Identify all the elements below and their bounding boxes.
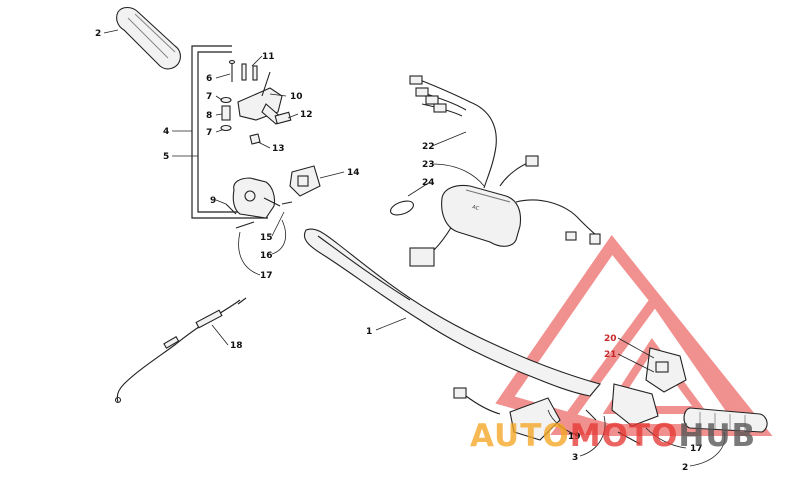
callout-5: 5 <box>163 152 169 162</box>
ring-24 <box>389 200 415 216</box>
callouts: 2 6 11 10 7 8 12 7 4 13 5 14 9 15 16 17 … <box>95 29 372 351</box>
watermark-text: AUTOMOTOHUB <box>470 418 756 454</box>
watermark-auto: AUTO <box>470 418 570 454</box>
switch-housing-left <box>232 177 281 219</box>
callout-1: 1 <box>366 327 372 337</box>
callout-7a: 7 <box>206 92 212 102</box>
callout-18: 18 <box>230 341 243 351</box>
callout-17a: 17 <box>260 271 273 281</box>
control-housing: AC <box>441 184 522 247</box>
handlebar <box>304 228 601 397</box>
group-bracket-inner <box>197 51 262 213</box>
screw-17a <box>235 221 255 229</box>
callout-4: 4 <box>163 127 169 137</box>
clip-13 <box>249 133 261 145</box>
callout-2a: 2 <box>95 29 101 39</box>
screw-9 <box>225 203 237 215</box>
callout-13: 13 <box>272 144 285 154</box>
washer-7b <box>220 124 232 132</box>
left-grip <box>116 6 181 70</box>
callout-10: 10 <box>290 92 303 102</box>
pin-11 <box>241 63 258 81</box>
callout-9: 9 <box>210 196 216 206</box>
watermark-hub: HUB <box>678 418 757 454</box>
switch-12 <box>274 111 292 125</box>
callout-8: 8 <box>206 111 212 121</box>
callout-11: 11 <box>262 52 275 62</box>
callout-7b: 7 <box>206 128 212 138</box>
switch-14 <box>289 165 321 197</box>
group-bracket <box>191 45 268 219</box>
washer-7a <box>220 96 232 104</box>
wiring-harness <box>409 75 601 267</box>
callout-6: 6 <box>206 74 212 84</box>
watermark-moto: MOTO <box>569 418 679 454</box>
screw-15 <box>281 201 293 205</box>
right-grip <box>683 407 768 433</box>
throttle-cable <box>114 297 247 404</box>
svg-text:AC: AC <box>471 204 480 212</box>
callout-14: 14 <box>347 168 360 178</box>
spacer-8 <box>221 105 231 121</box>
callout-15: 15 <box>260 233 273 243</box>
pin-6 <box>228 59 236 82</box>
callout-12: 12 <box>300 110 313 120</box>
callout-16: 16 <box>260 251 273 261</box>
leader-lines <box>103 29 726 467</box>
right-control-assembly <box>453 347 687 445</box>
